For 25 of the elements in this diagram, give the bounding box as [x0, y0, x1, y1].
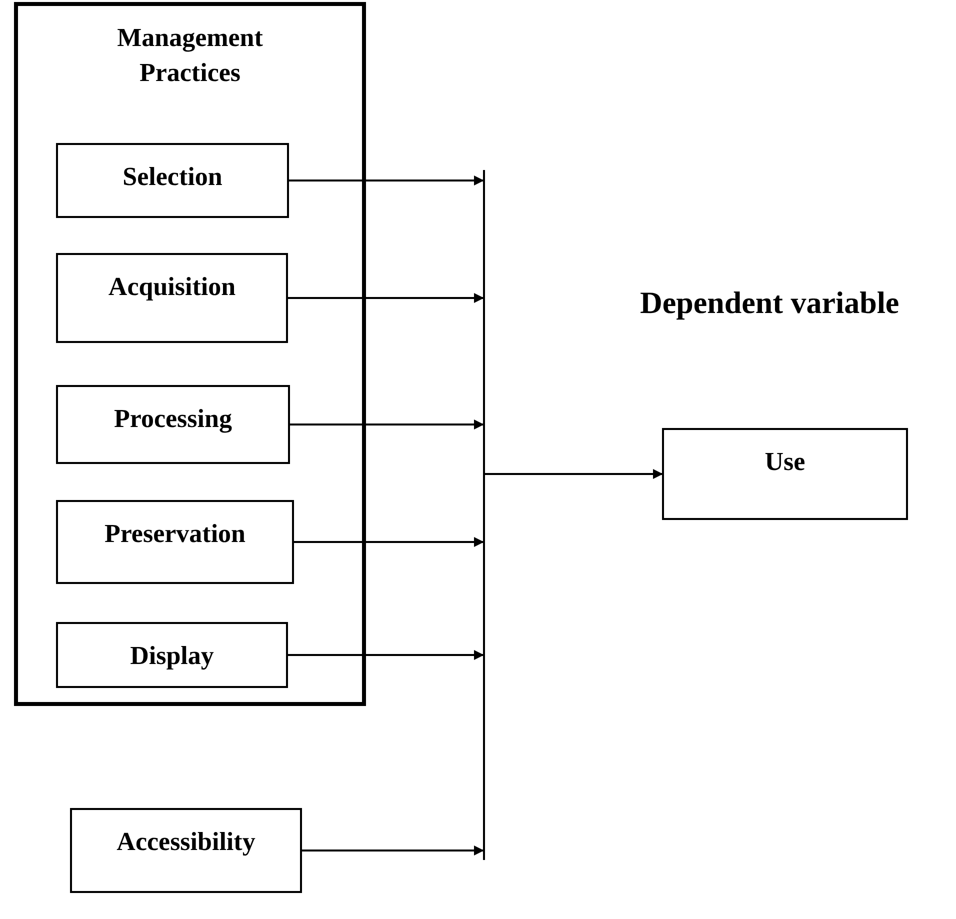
- process-box: [56, 500, 294, 584]
- process-box: [70, 808, 302, 893]
- vertical-line: [483, 170, 485, 860]
- process-box: [56, 253, 288, 343]
- box-label: Selection: [122, 161, 222, 193]
- box-label: Processing: [114, 403, 232, 435]
- box-label: Use: [764, 446, 806, 478]
- arrow: [294, 537, 484, 547]
- heading-label: Dependent variable: [640, 285, 900, 321]
- arrow: [288, 650, 484, 660]
- process-box: [56, 622, 288, 688]
- box-label: Acquisition: [108, 271, 236, 303]
- arrow: [302, 846, 484, 856]
- group-box: [14, 2, 366, 706]
- arrow: [290, 420, 484, 430]
- group-heading: Management Practices: [116, 22, 264, 90]
- arrow: [485, 469, 663, 479]
- box-label: Display: [130, 640, 214, 672]
- process-box: [56, 385, 290, 464]
- arrow: [288, 293, 484, 303]
- box-label: Preservation: [104, 518, 246, 550]
- box-label: Accessibility: [116, 826, 256, 858]
- process-box: [56, 143, 289, 218]
- arrow: [289, 176, 484, 186]
- process-box: [662, 428, 908, 520]
